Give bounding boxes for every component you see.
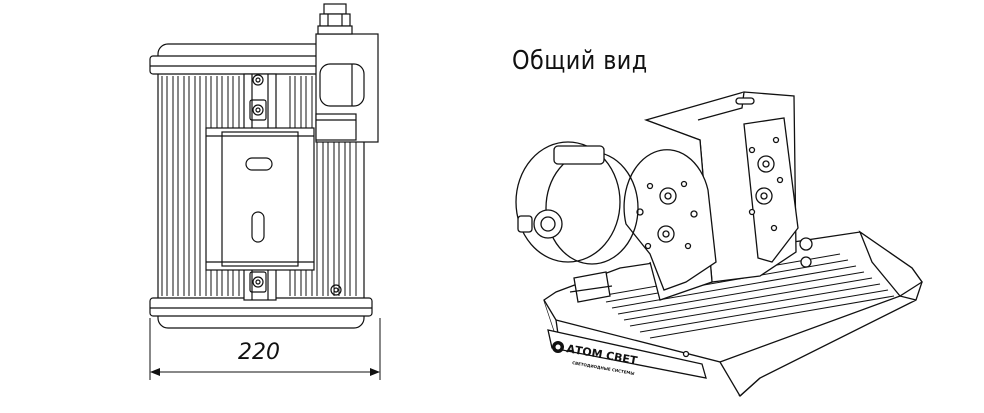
- luminaire-side-view: [149, 3, 379, 329]
- width-dimension-label: 220: [238, 340, 280, 365]
- width-dimension: [149, 318, 381, 380]
- view-title: Общий вид: [512, 46, 648, 76]
- isometric-fins: [599, 253, 895, 339]
- luminaire-isometric-view: [515, 91, 923, 397]
- brand-logo-mark: [552, 341, 564, 353]
